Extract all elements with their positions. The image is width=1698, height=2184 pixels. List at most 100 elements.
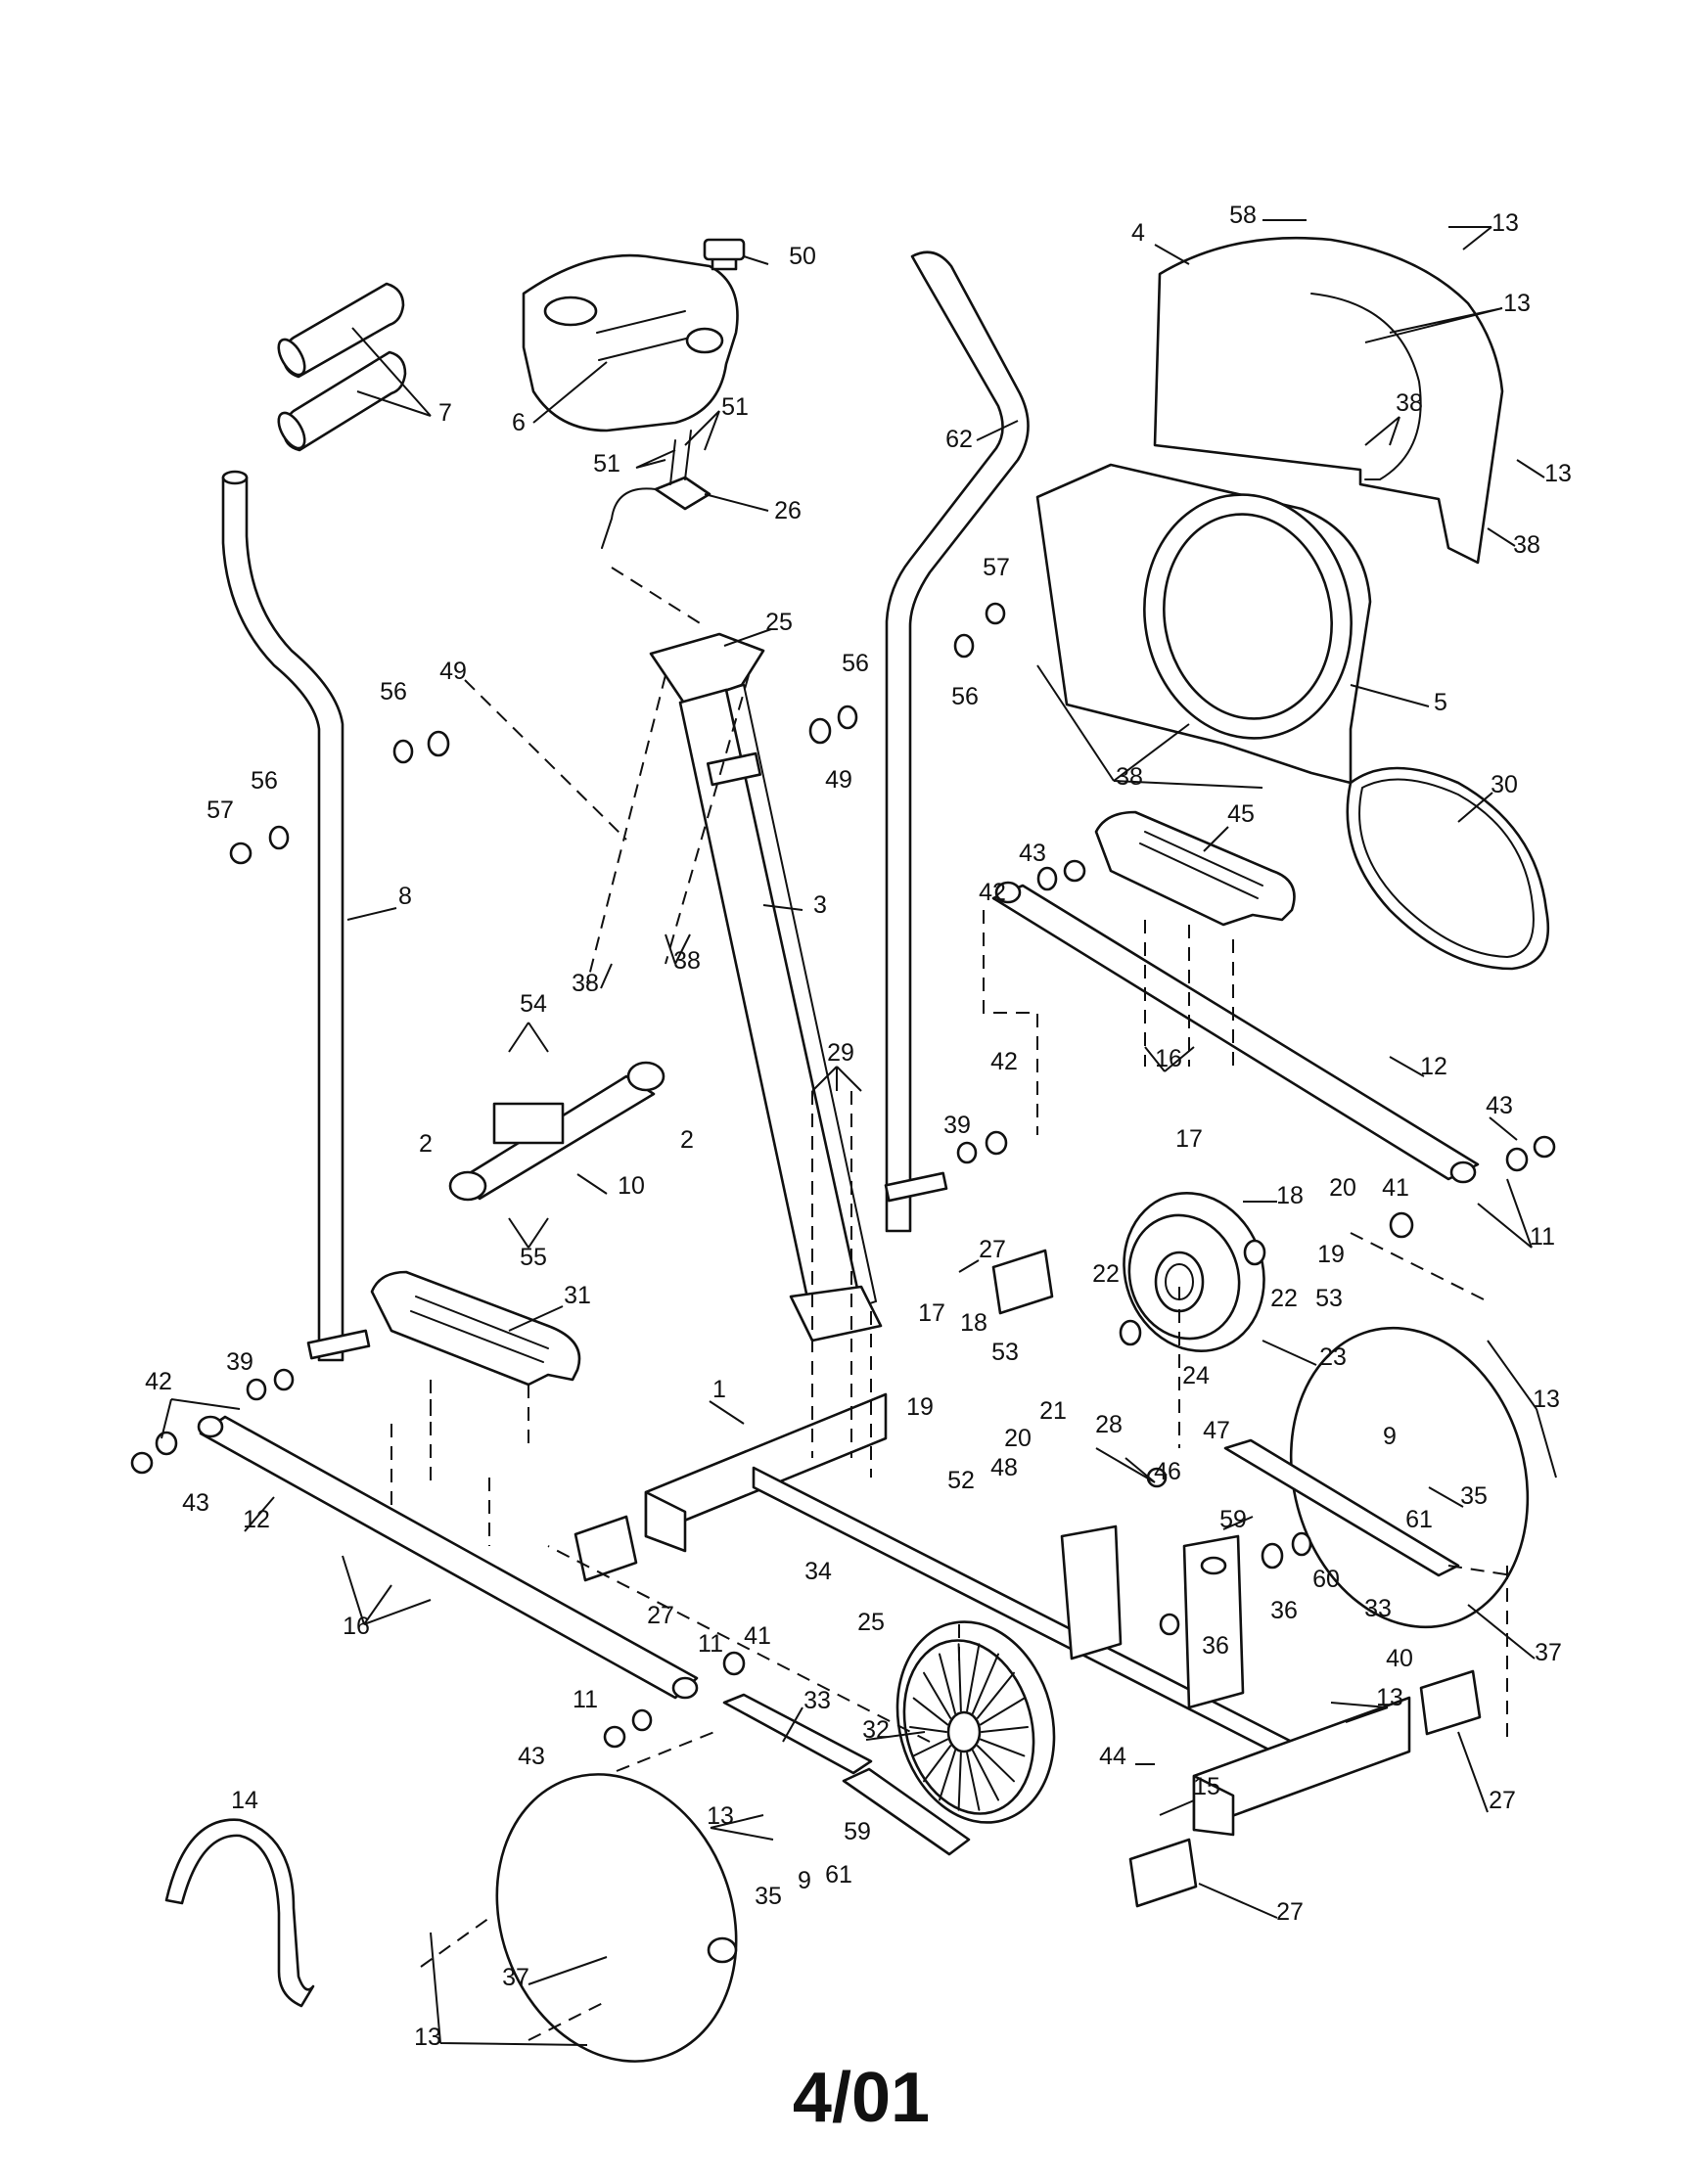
callout-part-12: 12 xyxy=(243,1506,270,1533)
crank-arms-part-33-59 xyxy=(722,1438,1460,1856)
callout-part-58: 58 xyxy=(1229,202,1257,229)
callout-part-25: 25 xyxy=(857,1609,885,1636)
callout-part-52: 52 xyxy=(947,1467,975,1494)
callout-part-8: 8 xyxy=(398,883,412,910)
callout-part-33: 33 xyxy=(1364,1595,1392,1622)
callout-part-33: 33 xyxy=(803,1687,831,1714)
callout-part-9: 9 xyxy=(798,1867,811,1894)
callout-part-35: 35 xyxy=(1460,1482,1488,1510)
callout-part-11: 11 xyxy=(698,1630,723,1658)
callout-part-32: 32 xyxy=(862,1716,890,1744)
crossbar-part-10 xyxy=(448,1061,665,1202)
callout-part-56: 56 xyxy=(951,683,979,710)
callout-part-61: 61 xyxy=(1405,1506,1433,1533)
callout-part-35: 35 xyxy=(755,1883,782,1910)
callout-part-42: 42 xyxy=(990,1048,1018,1075)
callout-part-41: 41 xyxy=(1382,1174,1409,1202)
callout-part-13: 13 xyxy=(1533,1386,1560,1413)
left-handlebar-part-8 xyxy=(221,470,371,1362)
callout-part-38: 38 xyxy=(572,970,599,997)
callout-part-38: 38 xyxy=(1396,389,1423,417)
callout-part-10: 10 xyxy=(618,1172,645,1200)
callout-part-27: 27 xyxy=(1489,1787,1516,1814)
callout-part-43: 43 xyxy=(1486,1092,1513,1119)
callout-part-27: 27 xyxy=(1276,1898,1304,1926)
callout-part-29: 29 xyxy=(827,1039,854,1067)
callout-part-12: 12 xyxy=(1420,1053,1447,1080)
callout-part-11: 11 xyxy=(1530,1223,1555,1251)
callout-part-7: 7 xyxy=(438,399,452,427)
callout-part-41: 41 xyxy=(744,1622,771,1650)
base-frame-part-1 xyxy=(644,1392,1411,1837)
shroud-part-5 xyxy=(1035,463,1372,785)
callout-part-5: 5 xyxy=(1434,689,1447,716)
callout-part-19: 19 xyxy=(1317,1241,1345,1268)
callout-part-3: 3 xyxy=(813,891,827,919)
callout-part-56: 56 xyxy=(842,650,869,677)
callout-part-60: 60 xyxy=(1312,1566,1340,1593)
callout-part-36: 36 xyxy=(1202,1632,1229,1660)
callout-part-55: 55 xyxy=(520,1244,547,1271)
callout-part-36: 36 xyxy=(1270,1597,1298,1624)
callout-leader-lines xyxy=(161,219,1557,2046)
right-pedal-part-45 xyxy=(1094,810,1296,927)
callout-part-40: 40 xyxy=(1386,1645,1413,1672)
callout-part-15: 15 xyxy=(1193,1773,1220,1800)
callout-part-17: 17 xyxy=(1175,1125,1203,1153)
callout-part-19: 19 xyxy=(906,1393,934,1421)
upright-part-3 xyxy=(649,632,883,1342)
callout-part-28: 28 xyxy=(1095,1411,1123,1438)
callout-part-56: 56 xyxy=(251,767,278,795)
callout-part-62: 62 xyxy=(945,426,973,453)
callout-part-37: 37 xyxy=(502,1964,529,1991)
callout-part-27: 27 xyxy=(647,1602,674,1629)
grips-part-7 xyxy=(277,282,407,452)
callout-part-13: 13 xyxy=(707,1802,734,1830)
callout-part-53: 53 xyxy=(1315,1285,1343,1312)
callout-part-43: 43 xyxy=(518,1743,545,1770)
callout-part-54: 54 xyxy=(520,990,547,1018)
callout-part-17: 17 xyxy=(918,1299,945,1327)
callout-part-57: 57 xyxy=(207,796,234,824)
callout-part-22: 22 xyxy=(1092,1260,1120,1288)
callout-part-47: 47 xyxy=(1203,1417,1230,1444)
assembly-guide-lines xyxy=(390,567,1513,2041)
callout-part-13: 13 xyxy=(1491,209,1519,237)
callout-part-13: 13 xyxy=(1544,460,1572,487)
left-pedal-part-31 xyxy=(370,1270,581,1387)
callout-part-39: 39 xyxy=(943,1112,971,1139)
callout-part-9: 9 xyxy=(1383,1423,1397,1450)
callout-part-51: 51 xyxy=(721,393,749,421)
callout-part-34: 34 xyxy=(804,1558,832,1585)
callout-part-11: 11 xyxy=(573,1686,598,1713)
belt-part-30 xyxy=(1346,766,1550,971)
callout-part-59: 59 xyxy=(1219,1506,1247,1533)
callout-part-13: 13 xyxy=(1503,290,1531,317)
callout-part-46: 46 xyxy=(1154,1458,1181,1485)
callout-part-23: 23 xyxy=(1319,1343,1347,1371)
callout-part-38: 38 xyxy=(1513,531,1540,559)
callout-part-18: 18 xyxy=(1276,1182,1304,1209)
callout-part-57: 57 xyxy=(983,554,1010,581)
crank-pulley-part-23 xyxy=(1123,1192,1265,1352)
callout-part-37: 37 xyxy=(1535,1639,1562,1666)
callout-part-49: 49 xyxy=(439,658,467,685)
callout-part-16: 16 xyxy=(343,1613,370,1640)
callout-part-24: 24 xyxy=(1182,1362,1210,1389)
callout-part-2: 2 xyxy=(419,1130,433,1158)
callout-part-39: 39 xyxy=(226,1348,253,1376)
hardware-small-parts xyxy=(130,602,1556,1749)
console-part-6 xyxy=(522,238,746,432)
callout-part-4: 4 xyxy=(1131,219,1145,247)
callout-part-43: 43 xyxy=(182,1489,209,1517)
callout-part-42: 42 xyxy=(145,1368,172,1395)
callout-part-13: 13 xyxy=(1376,1684,1403,1711)
callout-part-59: 59 xyxy=(844,1818,871,1845)
callout-part-14: 14 xyxy=(231,1787,258,1814)
callout-part-25: 25 xyxy=(765,609,793,636)
callout-part-53: 53 xyxy=(991,1339,1019,1366)
callout-part-51: 51 xyxy=(593,450,620,478)
callout-part-49: 49 xyxy=(825,766,852,794)
